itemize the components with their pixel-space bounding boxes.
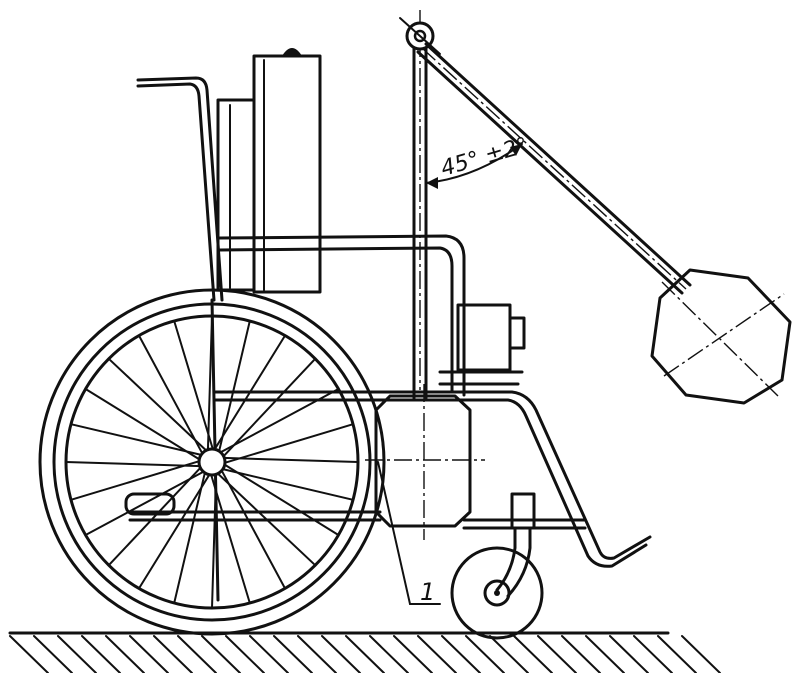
spoke [213,334,286,452]
caster-fork [495,526,517,592]
spoke [223,423,354,465]
hatch-line [345,635,385,673]
seat-box-cap [508,316,526,350]
armrest-inner [218,246,454,394]
armrest [218,234,466,397]
rear-wheel-tyre [38,288,386,636]
spoke [107,357,208,453]
hatch-line [129,635,169,673]
backrest-frame [136,76,256,302]
spoke [222,456,359,463]
hatch-line [177,635,217,673]
hatch-line [369,635,409,673]
rear-wheel-handrim [52,302,372,622]
hatch-line [681,635,721,673]
hatch-line [57,635,97,673]
spoke [220,467,354,501]
callout-1: 1 [377,461,441,606]
spoke [211,472,218,609]
spoke [107,466,203,567]
callout-leader [377,461,441,605]
spoke [222,463,340,536]
rear-wheel-hub [197,447,227,477]
caster-housing [510,492,536,530]
hatch-line [393,635,433,673]
hatch-line [585,635,625,673]
spoke [221,357,317,458]
rear-wheel-spokes [65,315,359,609]
arm-lower [416,50,684,295]
hatch-line [249,635,289,673]
spoke [209,473,251,604]
spoke [220,468,286,590]
push-handle-inner [136,82,216,302]
angle-dimension: 45° ±2° [425,133,531,189]
hatch-line [153,635,193,673]
callout-label: 1 [420,578,435,606]
hatch-line [657,635,697,673]
front-leg-footrest [478,390,652,560]
hatch-line [33,635,73,673]
spoke [70,423,204,457]
spoke [138,334,204,456]
hatch-line [537,635,577,673]
load-column-knob [282,48,302,56]
caster-wheel [450,546,544,640]
pendulum-weight-body [650,268,792,405]
hatch-line [81,635,121,673]
ground [8,631,721,673]
hatch-line [225,635,265,673]
lower-weight [374,394,472,528]
hatch-line [633,635,673,673]
spoke [70,459,201,501]
spoke [216,471,317,567]
hatch-line [609,635,649,673]
hatch-line [561,635,601,673]
hatch-line [273,635,313,673]
spoke [138,472,211,590]
spoke [217,320,251,454]
spoke [173,470,207,604]
front-leg-footrest-inner [478,398,648,568]
test-mast [399,10,441,400]
hatch-line [465,635,505,673]
hatch-line [417,635,457,673]
armrest-top [218,234,466,397]
seat-box [438,303,526,386]
inclined-arm [416,42,692,295]
angle-label: 45° ±2° [438,133,531,182]
hatch-line [297,635,337,673]
brake-handle [124,492,176,516]
ground-hatching [9,635,721,673]
hatch-line [441,635,481,673]
hatch-line [9,635,49,673]
backrest-panel [216,98,256,292]
caster-hub [483,579,511,607]
seat-box-body [456,303,512,372]
spoke [84,388,202,461]
hatch-line [105,635,145,673]
hatch-line [321,635,361,673]
arm-upper [424,42,692,287]
spoke [218,388,340,454]
spoke [65,461,202,468]
push-handle [136,76,224,302]
hatch-line [513,635,553,673]
load-column [252,48,322,294]
spoke [84,470,206,536]
front-caster [450,492,544,640]
hatch-line [201,635,241,673]
rear-wheel [38,288,386,636]
hatch-line [489,635,529,673]
spoke [173,320,215,451]
spoke [206,315,213,452]
